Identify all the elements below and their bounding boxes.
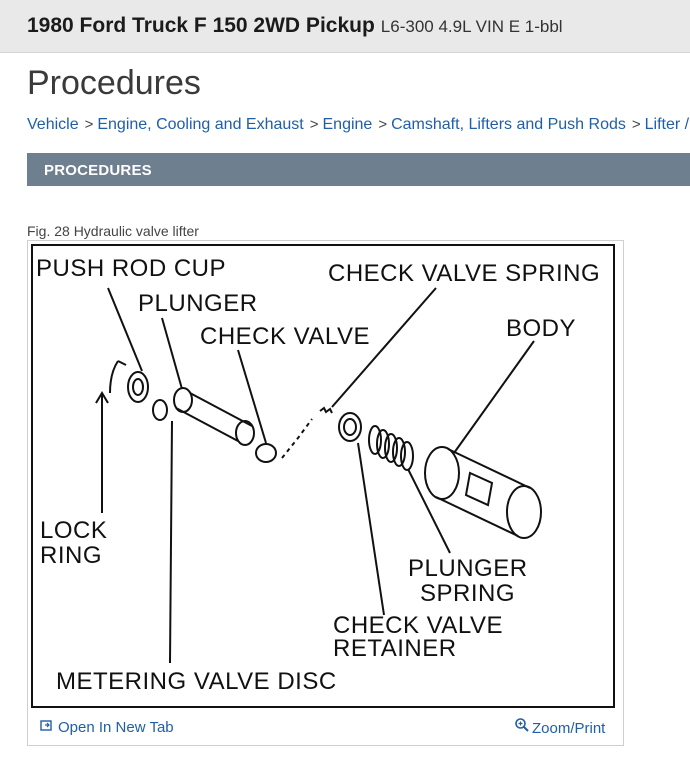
check-valve-spring-part: [319, 406, 333, 414]
metering-disc-part: [152, 399, 168, 421]
label-metering-valve-disc: METERING VALVE DISC: [56, 668, 337, 695]
label-lock: LOCK: [40, 517, 107, 544]
label-check-valve-2: CHECK VALVE: [333, 612, 503, 639]
breadcrumb-camshaft-lifters[interactable]: Camshaft, Lifters and Push Rods: [391, 116, 626, 133]
label-check-valve-spring: CHECK VALVE SPRING: [328, 260, 600, 287]
plunger-spring-part: [368, 425, 414, 471]
breadcrumb-engine[interactable]: Engine: [322, 116, 373, 133]
label-plunger-2: PLUNGER: [408, 555, 528, 582]
breadcrumb: Vehicle>Engine, Cooling and Exhaust>Engi…: [27, 116, 689, 134]
external-window-icon: [40, 719, 53, 736]
section-header: PROCEDURES: [27, 153, 690, 186]
check-valve-part: [255, 443, 277, 463]
check-valve-retainer-part: [338, 412, 362, 442]
vehicle-header: 1980 Ford Truck F 150 2WD Pickup L6-300 4…: [0, 0, 690, 53]
section-title: PROCEDURES: [44, 162, 152, 179]
plunger-part: [175, 392, 253, 442]
figure-frame: PUSH ROD CUP PLUNGER CHECK VALVE CHECK V…: [27, 240, 624, 746]
label-spring: SPRING: [420, 580, 515, 607]
open-new-tab-label: Open In New Tab: [58, 719, 174, 736]
zoom-print-label: Zoom/Print: [532, 720, 606, 737]
vehicle-name: 1980 Ford Truck F 150 2WD Pickup: [27, 14, 375, 37]
breadcrumb-lifter[interactable]: Lifter /: [644, 116, 690, 133]
lock-ring-part: [109, 360, 127, 394]
zoom-print-link[interactable]: Zoom/Print: [514, 717, 605, 737]
page-title: Procedures: [27, 64, 201, 102]
lifter-body-part: [424, 446, 542, 539]
vehicle-engine: L6-300 4.9L VIN E 1-bbl: [380, 17, 563, 36]
push-rod-cup-part: [127, 371, 149, 403]
vehicle-title: 1980 Ford Truck F 150 2WD Pickup L6-300 4…: [27, 14, 563, 38]
lifter-diagram: PUSH ROD CUP PLUNGER CHECK VALVE CHECK V…: [31, 244, 615, 708]
label-body: BODY: [506, 315, 576, 342]
lifter-parts: [95, 287, 542, 664]
chevron-right-icon: >: [631, 116, 641, 133]
chevron-right-icon: >: [309, 116, 319, 133]
label-check-valve: CHECK VALVE: [200, 323, 370, 350]
open-new-tab-link[interactable]: Open In New Tab: [40, 719, 174, 736]
magnifier-icon: [514, 717, 530, 737]
figure-caption: Fig. 28 Hydraulic valve lifter: [27, 223, 199, 239]
chevron-right-icon: >: [378, 116, 388, 133]
chevron-right-icon: >: [84, 116, 94, 133]
label-push-rod-cup: PUSH ROD CUP: [36, 255, 226, 282]
label-plunger: PLUNGER: [138, 290, 258, 317]
label-retainer: RETAINER: [333, 635, 457, 662]
breadcrumb-vehicle[interactable]: Vehicle: [27, 116, 79, 133]
label-ring: RING: [40, 542, 102, 569]
breadcrumb-engine-cooling-exhaust[interactable]: Engine, Cooling and Exhaust: [97, 116, 304, 133]
